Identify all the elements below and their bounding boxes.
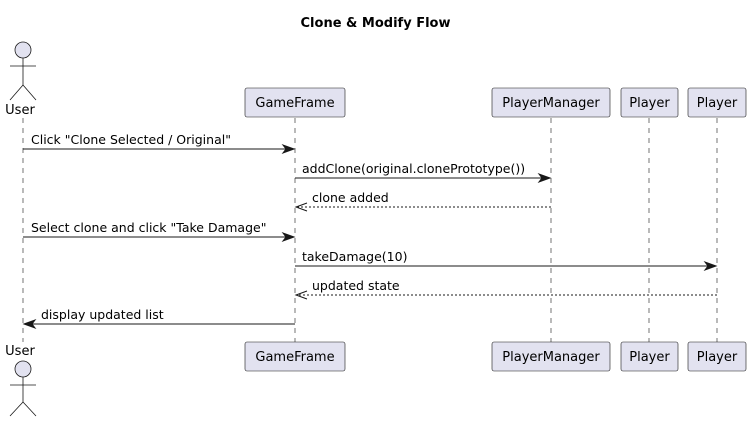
arrow-head-icon — [294, 202, 308, 212]
participant-player-1-bottom: Player — [620, 341, 679, 372]
participant-label: PlayerManager — [502, 350, 600, 365]
participant-player-2-bottom: Player — [687, 341, 747, 372]
message-2: addClone(original.clonePrototype()) — [295, 161, 552, 184]
actor-label: User — [5, 103, 35, 118]
message-label: clone added — [312, 190, 389, 205]
participant-label: Player — [697, 96, 738, 111]
message-7: display updated list — [22, 307, 295, 330]
participant-label: PlayerManager — [502, 96, 600, 111]
diagram-title: Clone & Modify Flow — [301, 16, 451, 31]
message-1: Click "Clone Selected / Original" — [23, 132, 296, 155]
arrow-head-icon — [281, 231, 296, 243]
actor-label: User — [5, 344, 35, 359]
actor-user-top: User — [5, 41, 37, 118]
participant-label: GameFrame — [255, 350, 334, 365]
message-label: addClone(original.clonePrototype()) — [302, 161, 525, 176]
participant-gameframe-bottom: GameFrame — [244, 341, 346, 372]
participant-gameframe-top: GameFrame — [244, 87, 346, 118]
message-label: updated state — [312, 278, 400, 293]
participant-label: Player — [629, 96, 670, 111]
message-label: display updated list — [41, 307, 164, 322]
actor-user-bottom: User — [5, 344, 37, 417]
actor-head-icon — [14, 360, 32, 378]
participant-playermanager-bottom: PlayerManager — [491, 341, 611, 372]
message-label: Click "Clone Selected / Original" — [31, 132, 231, 147]
participant-player-1-top: Player — [620, 87, 679, 118]
actor-head-icon — [14, 41, 32, 59]
message-label: takeDamage(10) — [302, 249, 407, 264]
message-label: Select clone and click "Take Damage" — [31, 220, 266, 235]
message-5: takeDamage(10) — [295, 249, 718, 272]
arrow-head-icon — [281, 143, 296, 155]
participant-player-2-top: Player — [687, 87, 747, 118]
arrow-head-icon — [537, 172, 552, 184]
arrow-head-icon — [22, 318, 37, 330]
participant-label: Player — [629, 350, 670, 365]
message-3: clone added — [294, 190, 551, 212]
participant-label: Player — [697, 350, 738, 365]
arrow-head-icon — [703, 260, 718, 272]
message-6: updated state — [294, 278, 717, 300]
participant-playermanager-top: PlayerManager — [491, 87, 611, 118]
participant-label: GameFrame — [255, 96, 334, 111]
arrow-head-icon — [294, 290, 308, 300]
message-4: Select clone and click "Take Damage" — [23, 220, 296, 243]
